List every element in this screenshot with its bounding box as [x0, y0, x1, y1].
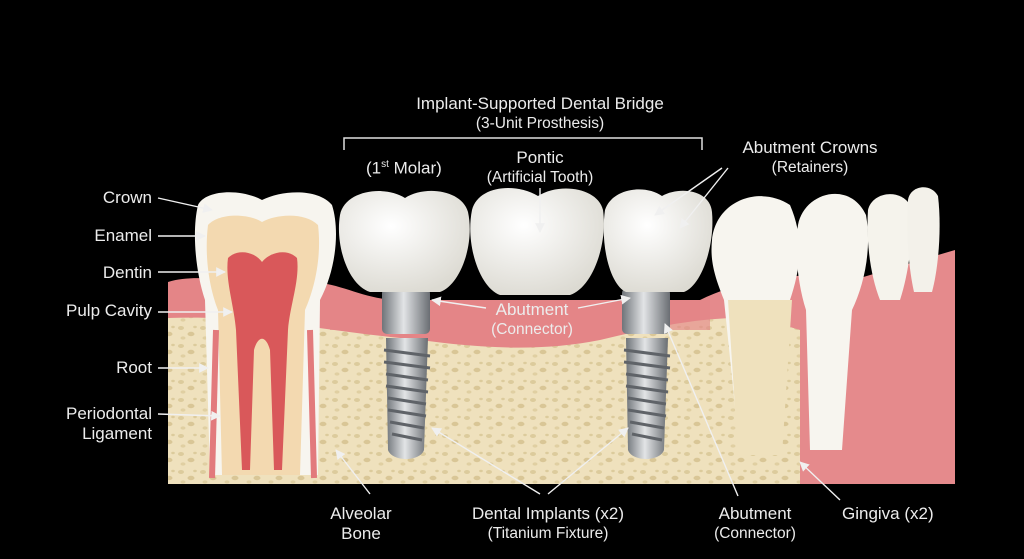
abut-crowns-sub: (Retainers) — [771, 159, 849, 176]
label-abutment-right: Abutment (Connector) — [700, 504, 810, 544]
implants-main: Dental Implants (x2) — [471, 504, 625, 523]
perio-line2: Ligament — [82, 424, 152, 443]
perio-line1: Periodontal — [65, 404, 152, 423]
abutment2-main: Abutment — [718, 504, 792, 523]
label-abutment-crowns: Abutment Crowns (Retainers) — [726, 138, 894, 178]
label-first-molar: (1st Molar) — [366, 155, 442, 179]
label-gingiva: Gingiva (x2) — [842, 504, 934, 523]
implant-right — [622, 288, 671, 459]
alveolar-line2: Bone — [341, 524, 381, 543]
label-dentin: Dentin — [102, 263, 152, 282]
pontic-sub: (Artificial Tooth) — [486, 169, 594, 186]
alveolar-line1: Alveolar — [330, 504, 392, 523]
implant-left — [382, 288, 431, 459]
diagram-title: Implant-Supported Dental Bridge (3-Unit … — [380, 94, 700, 134]
implants-sub: (Titanium Fixture) — [487, 525, 609, 542]
label-enamel: Enamel — [94, 226, 152, 245]
label-pulp-cavity: Pulp Cavity — [66, 301, 152, 320]
label-root: Root — [116, 358, 152, 377]
bridge-crowns — [338, 187, 713, 295]
abutment-main: Abutment — [495, 300, 569, 319]
label-pontic: Pontic (Artificial Tooth) — [470, 148, 610, 188]
natural-teeth-right — [711, 187, 940, 456]
abut-crowns-main: Abutment Crowns — [742, 138, 878, 157]
title-main: Implant-Supported Dental Bridge — [416, 94, 664, 113]
abutment-sub: (Connector) — [491, 321, 573, 338]
molar-prefix: (1 — [366, 158, 382, 178]
label-alveolar-bone: Alveolar Bone — [316, 504, 406, 544]
leader-lines — [157, 167, 841, 501]
molar-sup: st — [381, 159, 389, 170]
label-dental-implants: Dental Implants (x2) (Titanium Fixture) — [448, 504, 648, 544]
label-abutment-center: Abutment (Connector) — [474, 300, 590, 340]
label-crown: Crown — [102, 188, 152, 207]
title-sub: (3-Unit Prosthesis) — [475, 115, 605, 132]
natural-molar — [194, 192, 336, 479]
molar-suffix: Molar) — [388, 158, 442, 178]
pontic-main: Pontic — [516, 148, 564, 167]
bridge-bracket — [343, 137, 703, 150]
abutment2-sub: (Connector) — [714, 525, 796, 542]
label-periodontal-ligament: Periodontal Ligament — [20, 404, 152, 444]
